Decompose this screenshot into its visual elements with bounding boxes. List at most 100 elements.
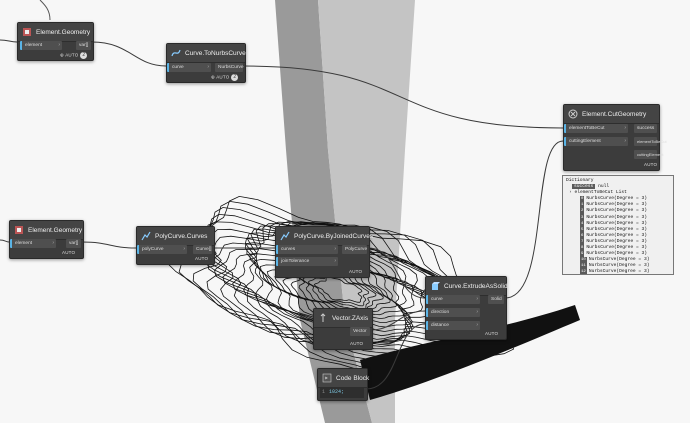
output-port-var[interactable]: var[] [66, 239, 81, 248]
input-port-curve[interactable]: curve› [167, 63, 211, 72]
preview-list-row[interactable]: › elementToBeCut List [566, 190, 670, 196]
list-index: 2 [580, 208, 585, 215]
list-value: NurbsCurve(Degree = 3) [588, 257, 650, 263]
node-title: Curve.ToNurbsCurve [185, 49, 246, 57]
lacing-label: AUTO [349, 269, 363, 274]
lacing-label: AUTO [195, 256, 209, 261]
input-port-curves[interactable]: curves› [276, 245, 338, 254]
port-label: curves [281, 247, 296, 252]
node-header[interactable]: Curve.ToNurbsCurve [167, 44, 246, 63]
node-header[interactable]: Code Block [318, 369, 370, 388]
output-port-vector[interactable]: Vector [350, 327, 370, 336]
contour-line [244, 242, 439, 344]
node-footer: AUTO [644, 162, 657, 167]
input-port-element[interactable]: element› [20, 41, 62, 50]
port-label: polyCurve [142, 247, 164, 252]
node-header[interactable]: Vector.ZAxis [314, 309, 372, 328]
port-label: cuttingElement [637, 152, 664, 157]
node-header[interactable]: Curve.ExtrudeAsSolid [426, 277, 508, 296]
output-port-cutting-element[interactable]: cuttingElement [634, 150, 663, 159]
node-header[interactable]: PolyCurve.Curves [137, 227, 214, 246]
contour-line [222, 228, 454, 348]
list-index: 10 [580, 257, 587, 264]
output-port-element-to-be-cut[interactable]: elementToBeCut [634, 137, 667, 146]
node-title: Vector.ZAxis [332, 314, 369, 322]
code-editor[interactable]: 1 1024; [320, 388, 364, 398]
port-label: success [637, 126, 655, 131]
code-text[interactable]: 1024; [329, 389, 345, 395]
column-geometry [275, 0, 415, 423]
node-title: Curve.ExtrudeAsSolid [444, 282, 508, 290]
node-code-block[interactable]: Code Block 1 1024; [317, 368, 370, 401]
list-index: 9 [580, 251, 585, 258]
node-header[interactable]: Element.Geometry [10, 221, 83, 240]
list-index: 3 [580, 214, 585, 221]
input-port-join-tolerance[interactable]: joinTolerance› [276, 257, 338, 266]
polycurve-icon [141, 231, 151, 241]
output-port-nurbscurve[interactable]: NurbsCurve [215, 63, 244, 72]
node-vector-zaxis[interactable]: Vector.ZAxis Vector AUTO [313, 308, 373, 350]
node-footer: AUTO [62, 250, 75, 255]
input-port-direction[interactable]: direction› [426, 308, 480, 317]
code-block-icon [322, 373, 332, 383]
list-value: NurbsCurve(Degree = 3) [586, 226, 648, 232]
list-index: 0 [580, 196, 585, 203]
list-value: NurbsCurve(Degree = 3) [588, 263, 650, 269]
input-port-curve[interactable]: curve› [426, 295, 480, 304]
port-label: NurbsCurve [218, 65, 244, 70]
node-header[interactable]: Element.CutGeometry [564, 105, 659, 124]
list-value: NurbsCurve(Degree = 3) [586, 220, 648, 226]
chevron-right-icon: › [476, 322, 478, 328]
node-footer: AUTO [485, 331, 498, 336]
list-value: NurbsCurve(Degree = 3) [588, 269, 650, 275]
contour-ridge [360, 305, 580, 400]
input-port-polycurve[interactable]: polyCurve› [137, 245, 187, 254]
node-title: Code Block [336, 374, 370, 382]
node-polycurve-by-joined-curves[interactable]: PolyCurve.ByJoinedCurves curves› joinTol… [275, 226, 373, 278]
node-title: PolyCurve.Curves [155, 232, 208, 240]
info-badge[interactable]: 2 [231, 74, 239, 81]
element-geometry-icon [15, 226, 23, 234]
input-port-distance[interactable]: distance› [426, 321, 480, 330]
output-port-solid[interactable]: Solid [488, 295, 504, 304]
wire-geom-to-curves [81, 241, 137, 249]
list-value: NurbsCurve(Degree = 3) [586, 238, 648, 244]
node-preview-bubble[interactable]: Dictionary success null › elementToBeCut… [562, 175, 674, 275]
node-curve-to-nurbs[interactable]: Curve.ToNurbsCurve curve› NurbsCurve ⊕ A… [166, 43, 246, 83]
input-port-element-to-be-cut[interactable]: elementToBeCut› [564, 124, 628, 133]
chevron-right-icon: › [624, 138, 626, 144]
preview-type: List [615, 190, 627, 196]
list-index: 5 [580, 226, 585, 233]
curve-icon [171, 49, 181, 57]
lacing-label: AUTO [62, 250, 76, 255]
list-index: 1 [580, 202, 585, 209]
node-element-geometry-mid[interactable]: Element.Geometry element› var[] AUTO [9, 220, 84, 259]
node-element-cut-geometry[interactable]: Element.CutGeometry elementToBeCut› cutt… [563, 104, 667, 171]
input-port-cutting-element[interactable]: cuttingElement› [564, 137, 628, 146]
output-port-var[interactable]: var[] [76, 41, 91, 50]
input-port-element[interactable]: element› [10, 239, 56, 248]
node-header[interactable]: PolyCurve.ByJoinedCurves [276, 227, 373, 246]
node-polycurve-curves[interactable]: PolyCurve.Curves polyCurve› Curve[] AUTO [136, 226, 215, 265]
info-badge[interactable]: 2 [80, 52, 88, 59]
polycurve-icon [280, 231, 290, 241]
output-port-polycurve[interactable]: PolyCurve [342, 245, 367, 254]
node-header[interactable]: Element.Geometry [18, 23, 93, 42]
port-label: elementToBeCut [637, 139, 667, 144]
node-curve-extrude-as-solid[interactable]: Curve.ExtrudeAsSolid curve› direction› d… [425, 276, 508, 340]
node-title: PolyCurve.ByJoinedCurves [294, 232, 374, 240]
list-value: NurbsCurve(Degree = 3) [586, 208, 648, 214]
expand-icon[interactable]: › [569, 190, 575, 196]
output-port-curve-list[interactable]: Curve[] [193, 245, 212, 254]
output-port-success[interactable]: success [634, 124, 657, 133]
contour-line [232, 232, 451, 347]
list-index: 4 [580, 220, 585, 227]
